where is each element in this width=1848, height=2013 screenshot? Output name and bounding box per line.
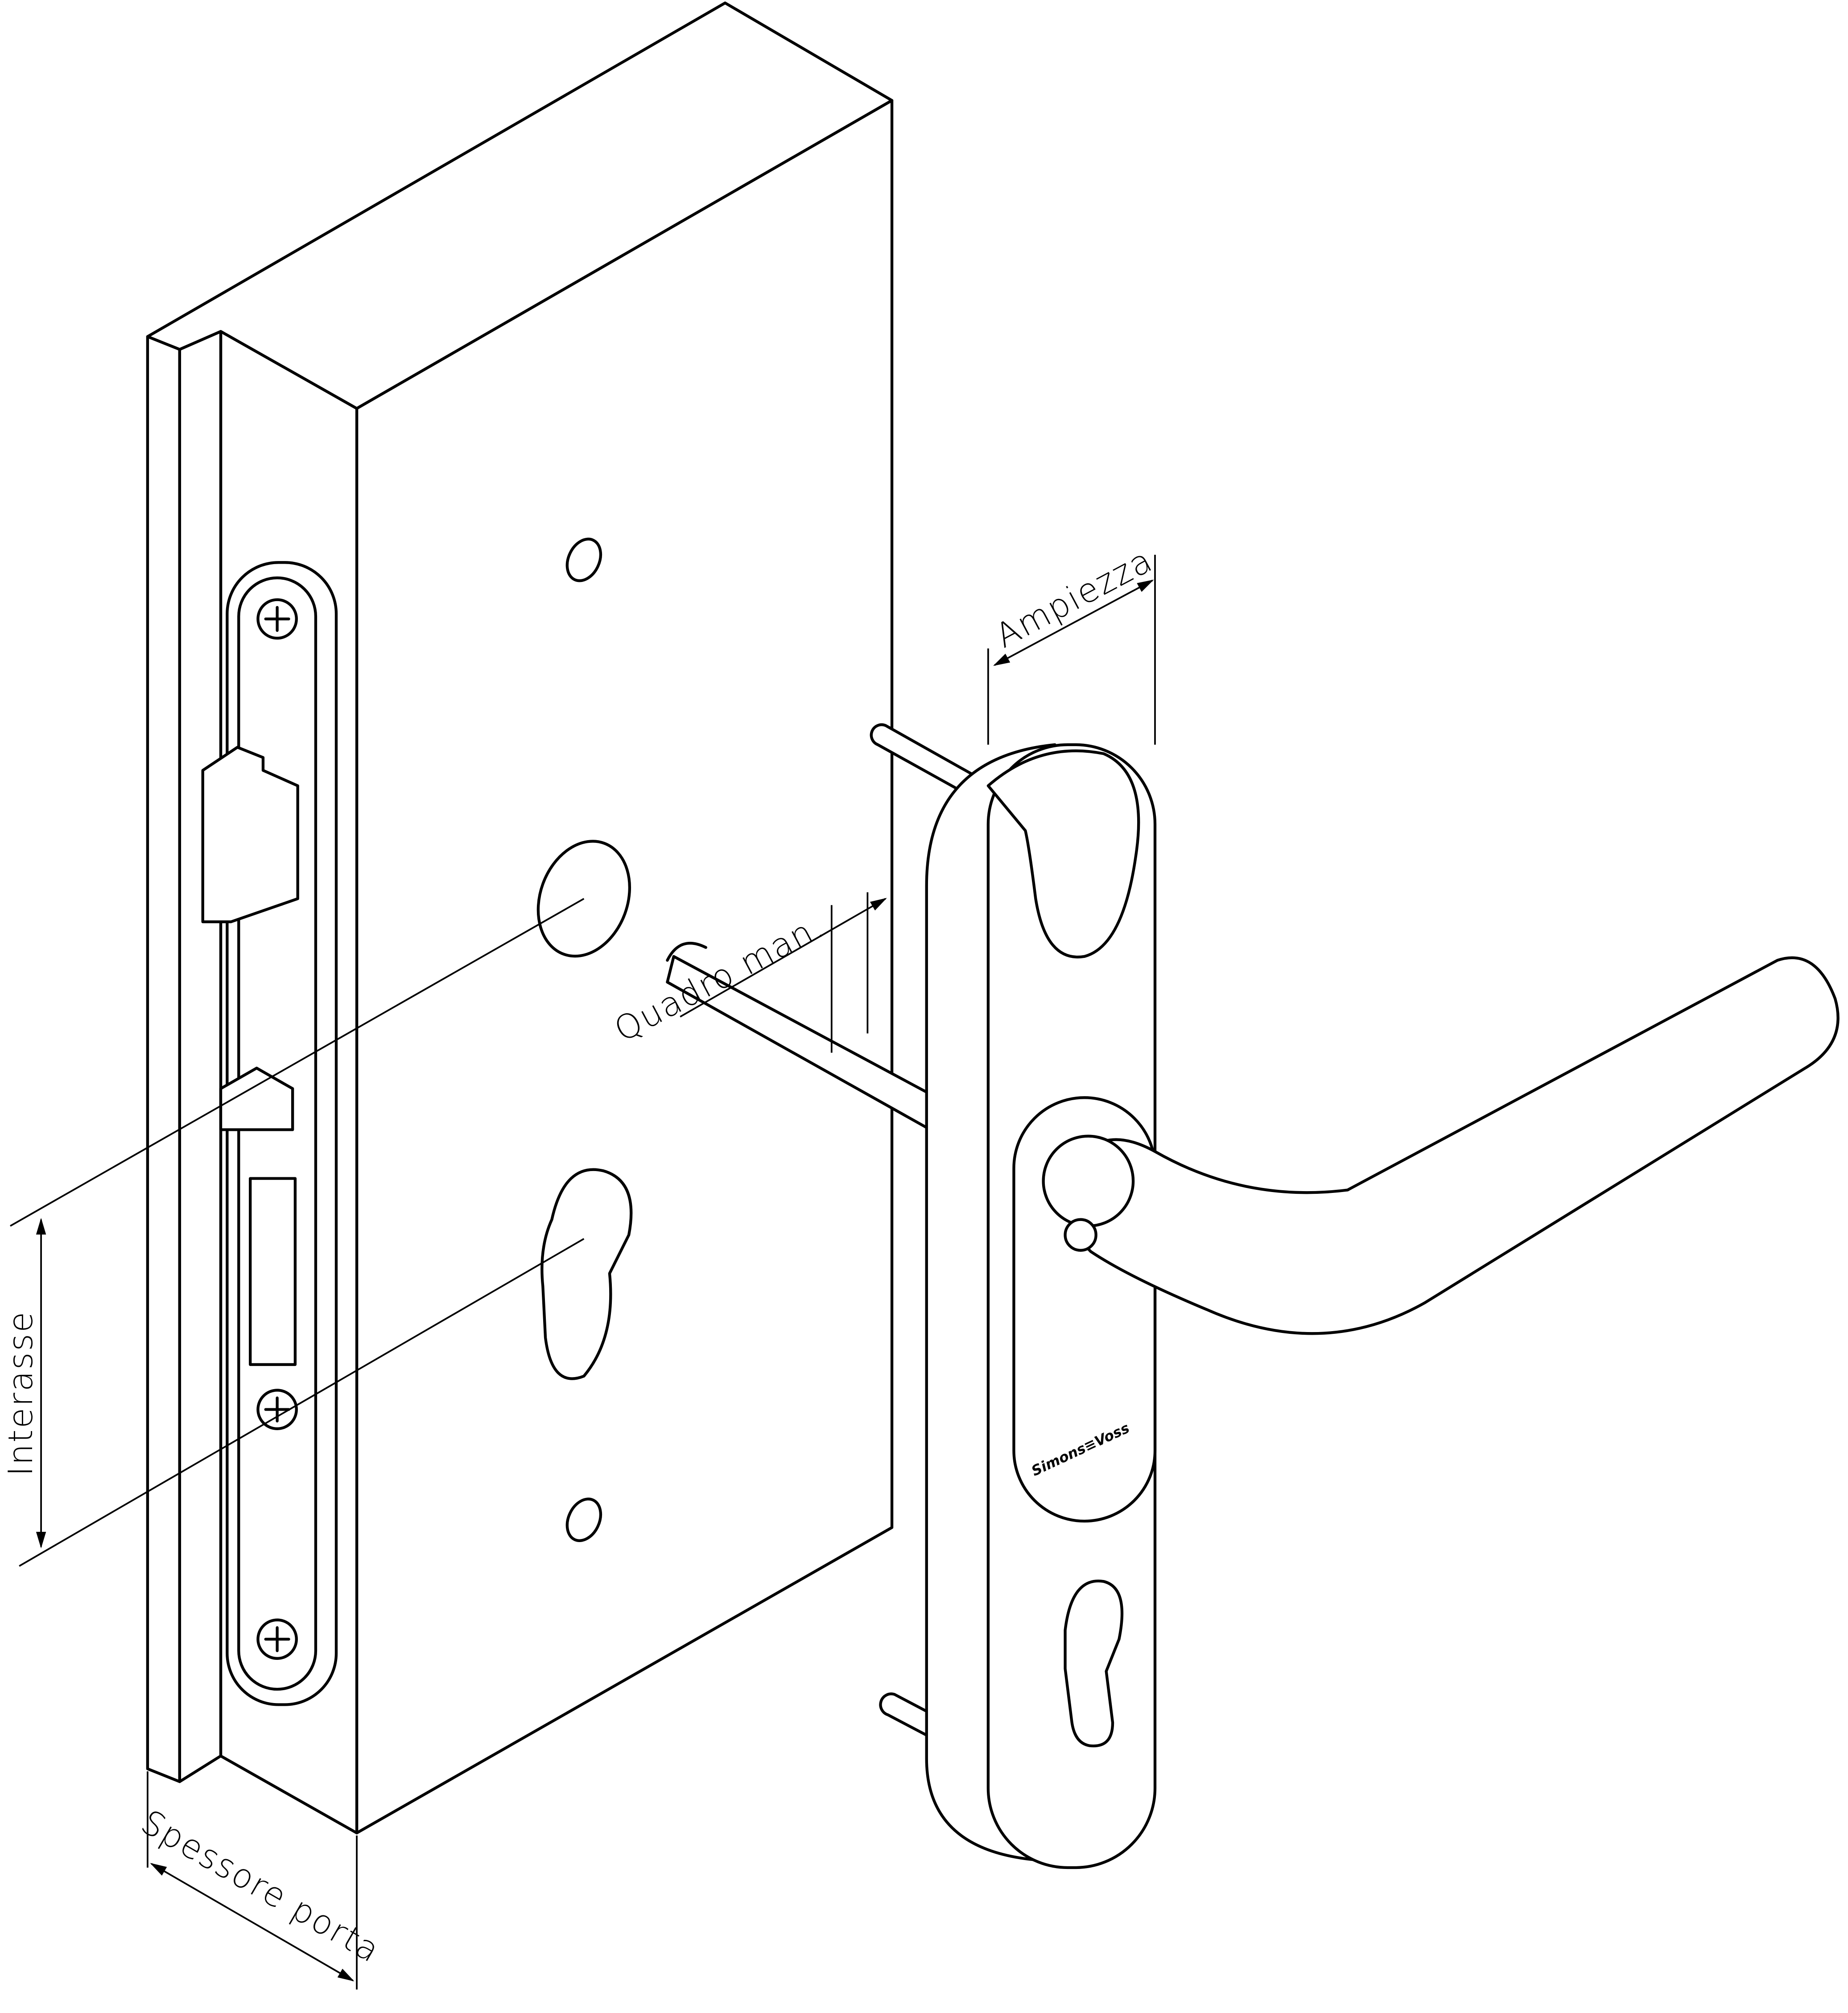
screw-bottom: [256, 1618, 298, 1660]
label-width: Ampiezza: [989, 540, 1159, 656]
latch-bolt: [201, 746, 299, 924]
screw-middle: [256, 1389, 298, 1430]
faceplate-outer: [226, 561, 338, 1706]
door-thickness-dimension-line: [150, 1863, 355, 1982]
faceplate-inner: [237, 576, 318, 1691]
screw-top: [256, 598, 298, 640]
spindle-dimension-line: [680, 898, 887, 1018]
fixing-hole-bottom: [565, 1497, 602, 1542]
label-center-distance: Interasse: [1, 1311, 40, 1476]
pin-top: [870, 723, 990, 804]
cylinder-hole: [540, 1168, 633, 1380]
lever-handle: [1042, 956, 1840, 1335]
dead-bolt: [219, 1066, 294, 1131]
bolt-slot: [249, 1177, 297, 1366]
rose: [1042, 1134, 1135, 1228]
door-rebate-inner: [178, 330, 223, 1783]
door-rebate: [146, 335, 182, 1783]
lock-faceplate: [201, 561, 338, 1706]
spindle-end-arc: [666, 941, 707, 962]
top-cap: [986, 749, 1140, 959]
handle-escutcheon: Simons≡Voss: [925, 743, 1157, 1869]
width-dimension-line: [993, 579, 1154, 666]
cylinder-cutout: [1064, 1580, 1124, 1748]
lever-body: [1066, 956, 1840, 1335]
fixing-hole-top: [565, 537, 602, 582]
grub-screw: [1064, 1218, 1097, 1252]
